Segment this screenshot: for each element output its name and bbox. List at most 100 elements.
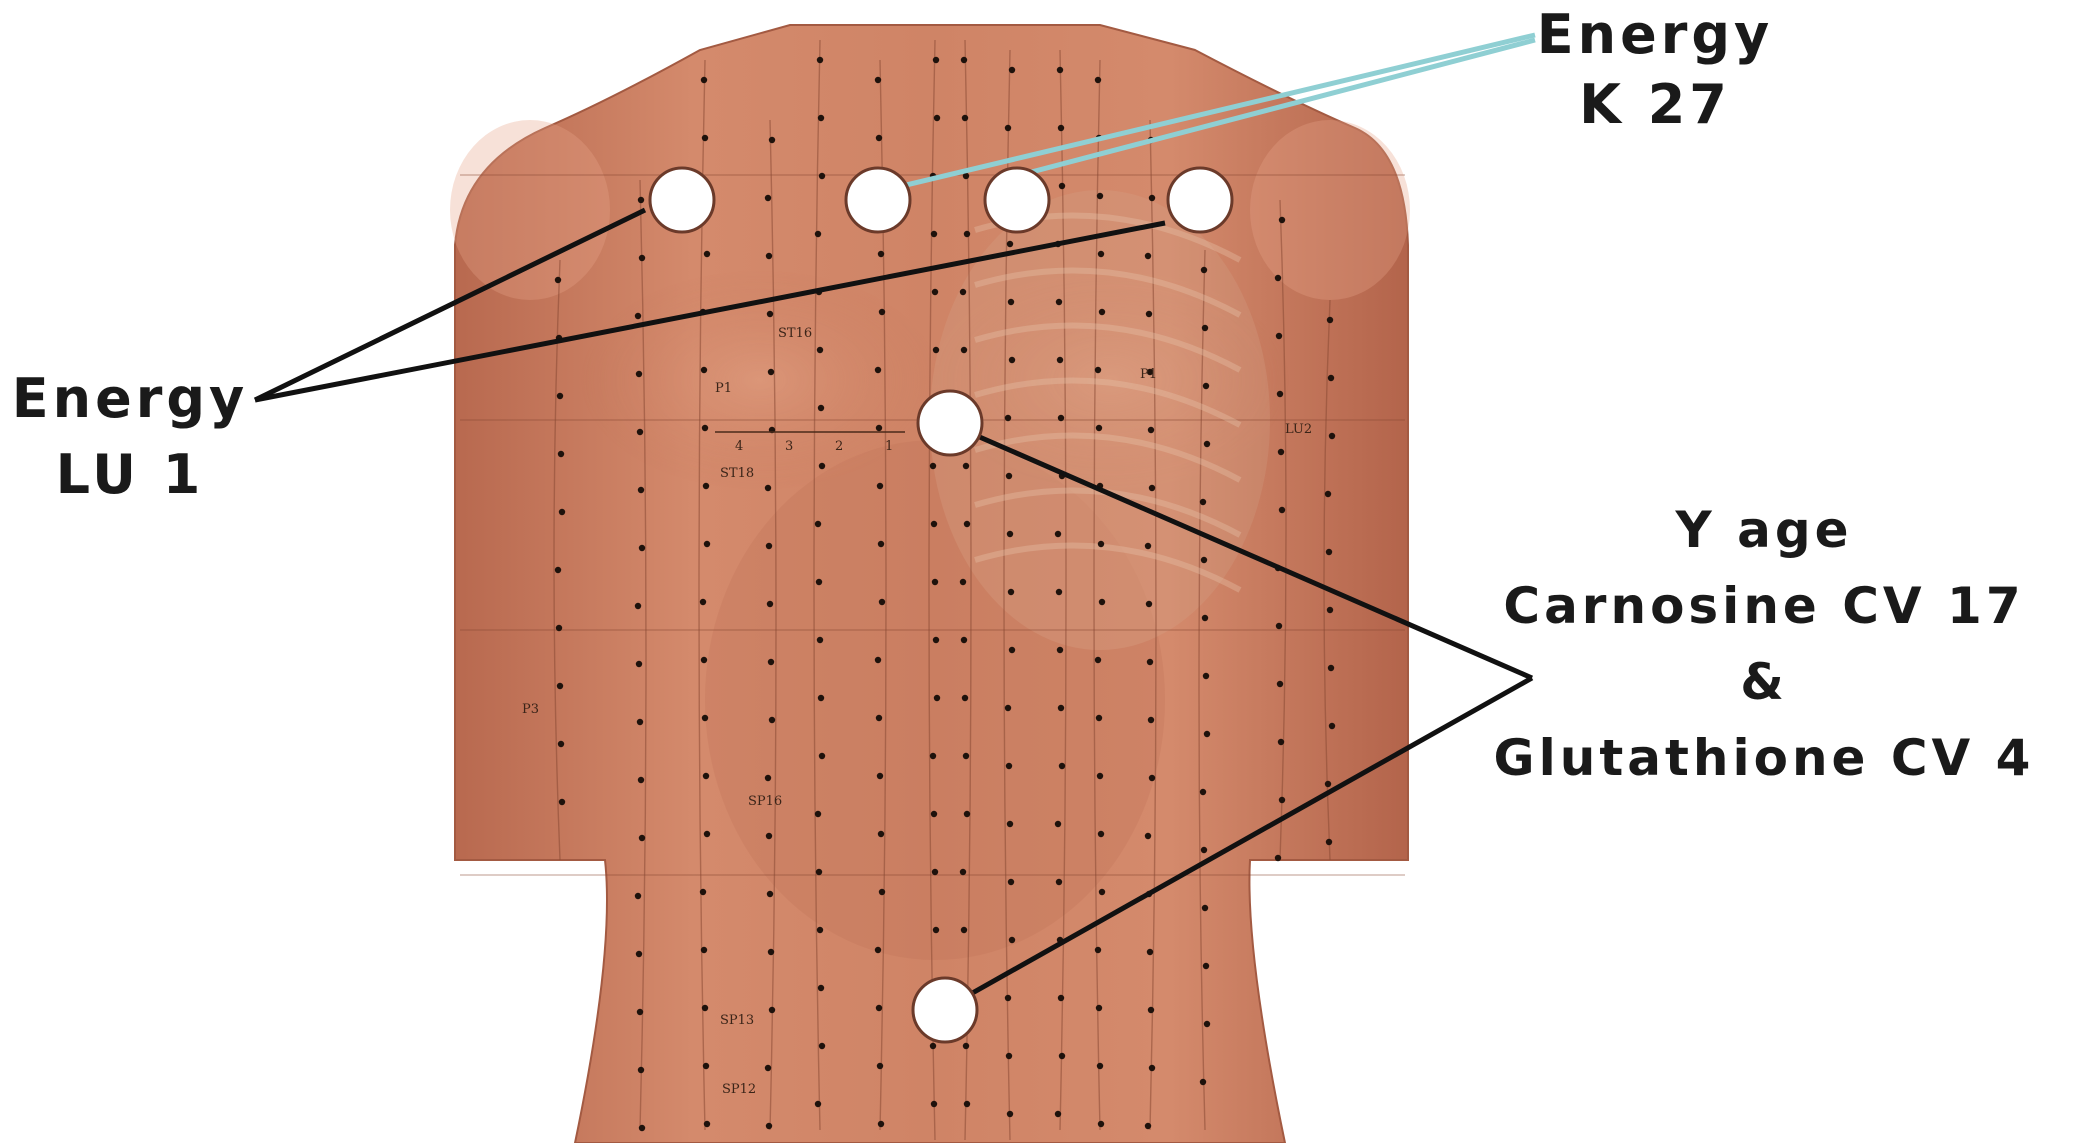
acupoint-dot [765, 1065, 771, 1071]
acupoint-dot [819, 753, 825, 759]
label-k27-line2: K 27 [1530, 78, 1780, 132]
meridian-label: P1 [1140, 367, 1157, 382]
acupoint-dot [879, 599, 885, 605]
acupoint-dot [1327, 607, 1333, 613]
meridian-label: SP13 [720, 1013, 754, 1028]
acupoint-dot [1059, 183, 1065, 189]
acupoint-dot [638, 777, 644, 783]
acupoint-dot [1202, 325, 1208, 331]
acupoint-dot [1278, 739, 1284, 745]
acupoint-dot [1202, 905, 1208, 911]
acupoint-dot [931, 811, 937, 817]
meridian-label: ST18 [720, 466, 754, 481]
acupoint-dot [1148, 717, 1154, 723]
acupoint-dot [768, 369, 774, 375]
acupoint-dot [1058, 415, 1064, 421]
acupoint-dot [1279, 217, 1285, 223]
point-lu1-left[interactable] [650, 168, 714, 232]
acupoint-dot [877, 1063, 883, 1069]
acupoint-dot [1275, 855, 1281, 861]
acupoint-dot [1006, 763, 1012, 769]
point-cv4[interactable] [913, 978, 977, 1042]
acupoint-dot [1058, 705, 1064, 711]
acupoint-dot [1200, 1079, 1206, 1085]
acupoint-dot [818, 405, 824, 411]
point-lu1-right[interactable] [1168, 168, 1232, 232]
acupoint-dot [1099, 889, 1105, 895]
acupoint-dot [637, 429, 643, 435]
acupoint-dot [1008, 299, 1014, 305]
point-k27-right[interactable] [985, 168, 1049, 232]
acupoint-dot [1096, 425, 1102, 431]
acupoint-dot [878, 831, 884, 837]
point-k27-left[interactable] [846, 168, 910, 232]
acupoint-dot [930, 463, 936, 469]
acupoint-dot [639, 545, 645, 551]
acupoint-dot [961, 927, 967, 933]
acupoint-dot [1099, 309, 1105, 315]
acupoint-dot [1098, 541, 1104, 547]
acupoint-dot [875, 367, 881, 373]
acupoint-dot [819, 173, 825, 179]
acupoint-dot [767, 891, 773, 897]
ruler-tick-label: 4 [735, 439, 743, 454]
acupoint-dot [876, 1005, 882, 1011]
acupoint-dot [1005, 125, 1011, 131]
acupoint-dot [1096, 715, 1102, 721]
label-yage-line1: Y age [1460, 505, 2068, 555]
acupoint-dot [1095, 367, 1101, 373]
acupoint-dot [963, 1043, 969, 1049]
acupoint-dot [1095, 657, 1101, 663]
acupoint-dot [1005, 705, 1011, 711]
acupoint-dot [1145, 1123, 1151, 1129]
acupoint-dot [1005, 995, 1011, 1001]
acupoint-dot [815, 521, 821, 527]
acupoint-dot [700, 889, 706, 895]
acupoint-dot [1145, 833, 1151, 839]
acupoint-dot [701, 367, 707, 373]
acupoint-dot [1057, 647, 1063, 653]
acupoint-dot [767, 601, 773, 607]
acupoint-dot [1326, 839, 1332, 845]
acupoint-dot [818, 985, 824, 991]
acupoint-dot [701, 947, 707, 953]
acupoint-dot [1097, 1063, 1103, 1069]
acupoint-dot [1056, 879, 1062, 885]
label-energy-k27: Energy K 27 [1530, 8, 1780, 132]
acupoint-dot [637, 1009, 643, 1015]
acupoint-dot [1201, 557, 1207, 563]
acupoint-dot [960, 289, 966, 295]
acupoint-dot [961, 57, 967, 63]
acupoint-dot [817, 637, 823, 643]
acupoint-dot [934, 115, 940, 121]
meridian-label: ST16 [778, 326, 812, 341]
acupoint-dot [1058, 125, 1064, 131]
acupoint-dot [1055, 531, 1061, 537]
acupoint-dot [815, 231, 821, 237]
acupoint-dot [638, 197, 644, 203]
acupoint-dot [1148, 427, 1154, 433]
acupoint-dot [636, 951, 642, 957]
acupoint-dot [1325, 781, 1331, 787]
acupoint-dot [963, 463, 969, 469]
acupoint-dot [964, 811, 970, 817]
point-cv17[interactable] [918, 391, 982, 455]
acupoint-dot [879, 309, 885, 315]
acupoint-dot [1147, 949, 1153, 955]
acupoint-dot [765, 195, 771, 201]
label-yage-carnosine-glutathione: Y age Carnosine CV 17 & Glutathione CV 4 [1460, 505, 2068, 809]
acupoint-dot [879, 889, 885, 895]
acupoint-dot [1202, 615, 1208, 621]
acupoint-dot [933, 57, 939, 63]
acupoint-dot [1005, 415, 1011, 421]
acupoint-dot [816, 869, 822, 875]
acupoint-dot [1203, 673, 1209, 679]
acupoint-dot [1055, 1111, 1061, 1117]
acupoint-dot [1149, 1065, 1155, 1071]
acupoint-dot [962, 115, 968, 121]
acupoint-dot [702, 135, 708, 141]
acupoint-dot [932, 289, 938, 295]
acupoint-dot [930, 753, 936, 759]
acupoint-dot [702, 715, 708, 721]
acupoint-dot [1095, 947, 1101, 953]
